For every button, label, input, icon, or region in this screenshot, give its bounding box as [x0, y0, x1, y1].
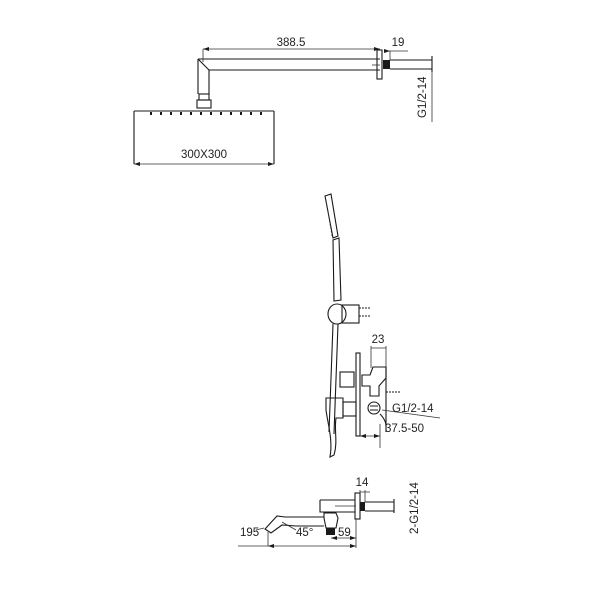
holder-screws [359, 307, 371, 317]
dim-line-flange [388, 50, 408, 60]
head-size-label: 300X300 [181, 149, 227, 161]
mixer-valve: 23 G1/2-14 37.5-50 [325, 334, 441, 458]
valve-body [361, 366, 387, 397]
dim-line-arm [202, 48, 380, 62]
valve-depth-label: 23 [372, 334, 385, 346]
spout-inlet-pipe [365, 499, 395, 513]
spout-thread-block [360, 502, 365, 511]
wall-plate [355, 352, 361, 437]
shower-head-sides [133, 111, 275, 164]
wall-flange [376, 49, 383, 80]
connector-nut [198, 93, 210, 101]
shower-holder-ring [327, 303, 347, 325]
hand-shower-assembly [324, 193, 371, 435]
arm-length-label: 388.5 [277, 37, 306, 49]
spout-offset-label: 59 [338, 527, 351, 539]
dim-line-valve [370, 346, 387, 368]
outlet-connector [339, 371, 355, 388]
shower-nozzles [150, 112, 262, 115]
mixer-lever [325, 397, 344, 458]
diverter-pin [326, 528, 335, 535]
dim-line-spout-length [238, 519, 357, 548]
inlet-thread-label: G1/2-14 [392, 403, 434, 415]
hand-shower-handle [332, 237, 342, 302]
wall-depth-label: 37.5-50 [385, 423, 424, 435]
hand-shower-head [324, 193, 339, 239]
spout-body-top [319, 499, 355, 513]
flange-depth-label: 19 [392, 37, 405, 49]
arm-thread-label: G1/2-14 [417, 76, 429, 118]
spout-arm [264, 515, 324, 534]
lever-cartridge [342, 401, 357, 417]
dim-line-spout-flange [359, 490, 370, 502]
shower-arm-elbow [197, 58, 210, 94]
swivel-joint [196, 99, 212, 109]
inlet-pipe [390, 56, 433, 72]
shower-holder-bracket [341, 304, 360, 324]
spout-angle-label: 45° [296, 527, 313, 539]
spout-flange-label: 14 [356, 477, 369, 489]
spout-thread-label: 2-G1/2-14 [409, 482, 421, 534]
thread-block [383, 60, 390, 69]
inlet-nut [367, 401, 381, 415]
bath-spout: 14 2-G1/2-14 195 45° 59 [238, 477, 421, 548]
shower-arm [198, 58, 380, 71]
spout-length-label: 195 [240, 527, 259, 539]
shower-hose [328, 323, 339, 435]
diverter-knob [323, 512, 339, 529]
overhead-shower: 388.5 19 G1/2-14 300X300 [133, 37, 433, 166]
